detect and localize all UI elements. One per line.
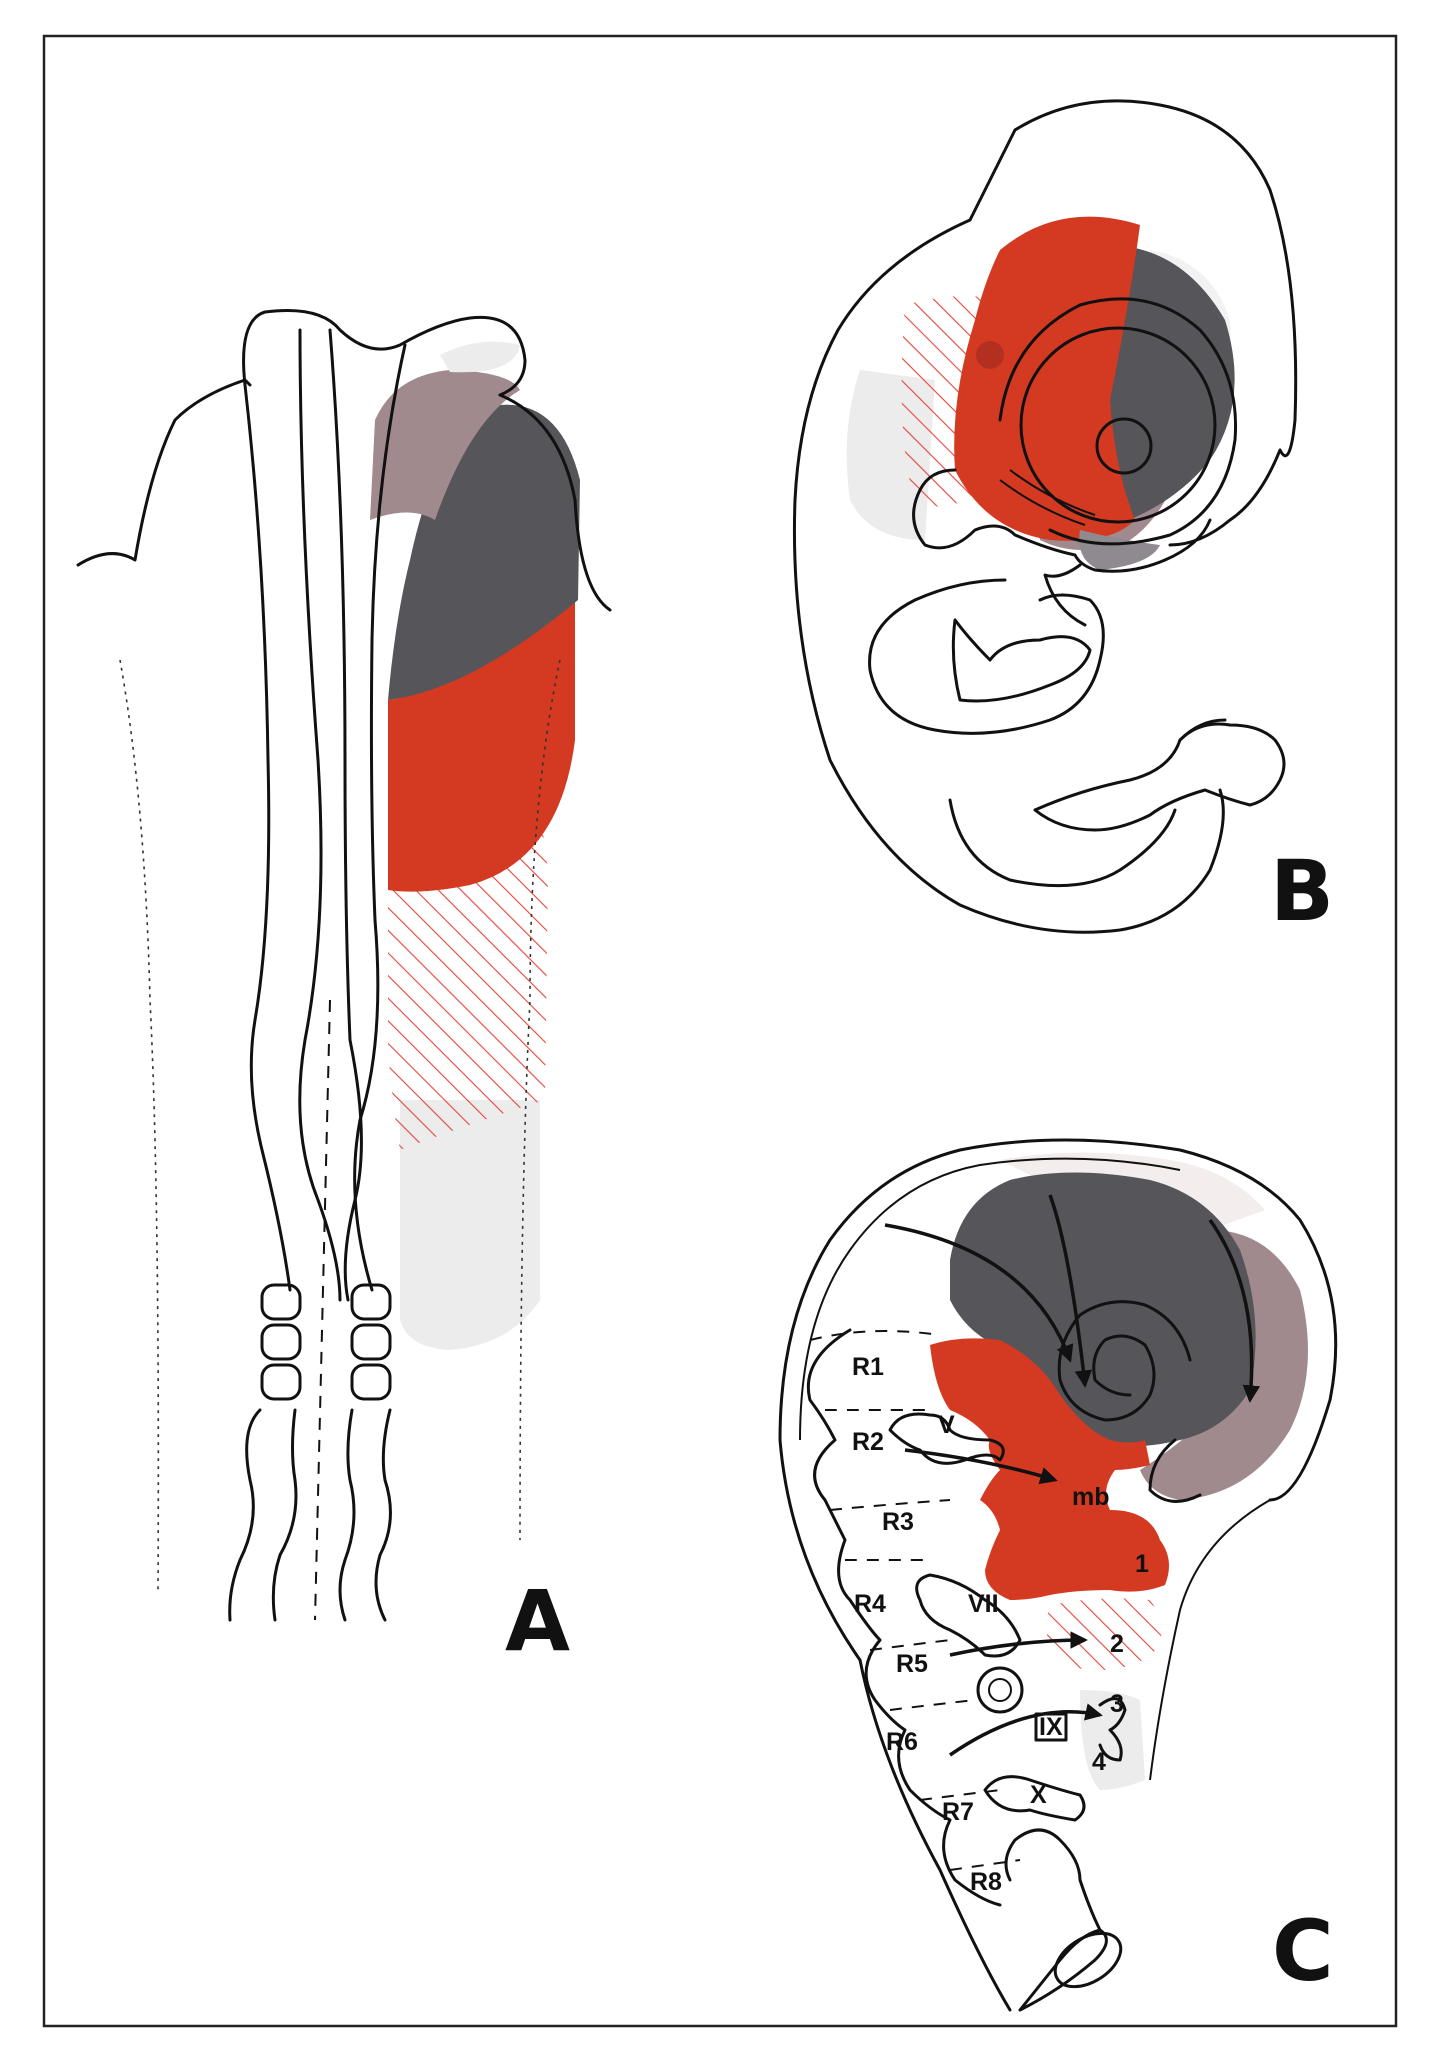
rhombomere-boundary-1 bbox=[810, 1331, 940, 1340]
label-r5: R5 bbox=[896, 1650, 928, 1678]
label-r3: R3 bbox=[882, 1508, 914, 1536]
red-spot-b bbox=[976, 341, 1004, 369]
hindbrain-outer-c bbox=[860, 1660, 1010, 2010]
label-r1: R1 bbox=[852, 1353, 884, 1381]
panel-b-letter: B bbox=[1270, 842, 1334, 940]
rhombomere-boundary-6 bbox=[890, 1700, 975, 1710]
label-r4: R4 bbox=[854, 1590, 886, 1618]
hindlimb-b bbox=[1035, 724, 1284, 830]
neural-plate-inner-left bbox=[300, 330, 340, 1300]
arrow-icon bbox=[950, 1712, 1100, 1755]
otic-vesicle-c bbox=[978, 1668, 1022, 1712]
label-nerve-x: X bbox=[1030, 1781, 1047, 1809]
zone-hatch-c bbox=[1047, 1598, 1162, 1670]
outline-dotted-left bbox=[120, 660, 158, 1590]
cord-end-c bbox=[1020, 1930, 1106, 2010]
panel-b bbox=[794, 101, 1295, 932]
neural-plate-left-edge bbox=[245, 385, 290, 1290]
panel-a: A bbox=[78, 310, 610, 1670]
label-arch-4: 4 bbox=[1092, 1748, 1106, 1776]
embryo-outline-a-right bbox=[575, 500, 610, 610]
label-nerve-v: V bbox=[938, 1411, 955, 1439]
caudal-tube-right bbox=[340, 1410, 390, 1620]
label-nerve-ix: IX bbox=[1039, 1713, 1063, 1741]
label-r8: R8 bbox=[970, 1868, 1002, 1896]
forelimb-b bbox=[953, 620, 1090, 701]
panel-a-letter: A bbox=[505, 1572, 570, 1670]
tail-b bbox=[950, 800, 1175, 886]
label-midbrain: mb bbox=[1072, 1483, 1110, 1511]
caudal-tube-left bbox=[230, 1410, 296, 1620]
rhombomere-boundary-5 bbox=[870, 1640, 950, 1650]
label-nerve-vii: VII bbox=[968, 1590, 999, 1618]
otic-vesicle-inner-c bbox=[989, 1679, 1011, 1701]
label-r7: R7 bbox=[942, 1798, 974, 1826]
label-r6: R6 bbox=[886, 1728, 918, 1756]
midline-a bbox=[315, 1000, 330, 1620]
label-arch-3: 3 bbox=[1110, 1690, 1124, 1718]
brain-outline-right-c bbox=[1150, 1500, 1270, 1780]
label-r2: R2 bbox=[852, 1428, 884, 1456]
panel-c-letter: C bbox=[1272, 1902, 1334, 2000]
zone-light-a bbox=[440, 342, 520, 373]
label-arch-1: 1 bbox=[1135, 1550, 1149, 1578]
panel-c: R1 R2 R3 R4 R5 R6 R7 R8 V VII IX X mb 1 … bbox=[780, 1140, 1336, 2010]
somites-right bbox=[352, 1285, 390, 1399]
somites-left bbox=[262, 1285, 300, 1399]
spinal-cord-c bbox=[1006, 1830, 1100, 1930]
embryo-outline-a bbox=[78, 380, 250, 565]
label-arch-2: 2 bbox=[1110, 1630, 1124, 1658]
